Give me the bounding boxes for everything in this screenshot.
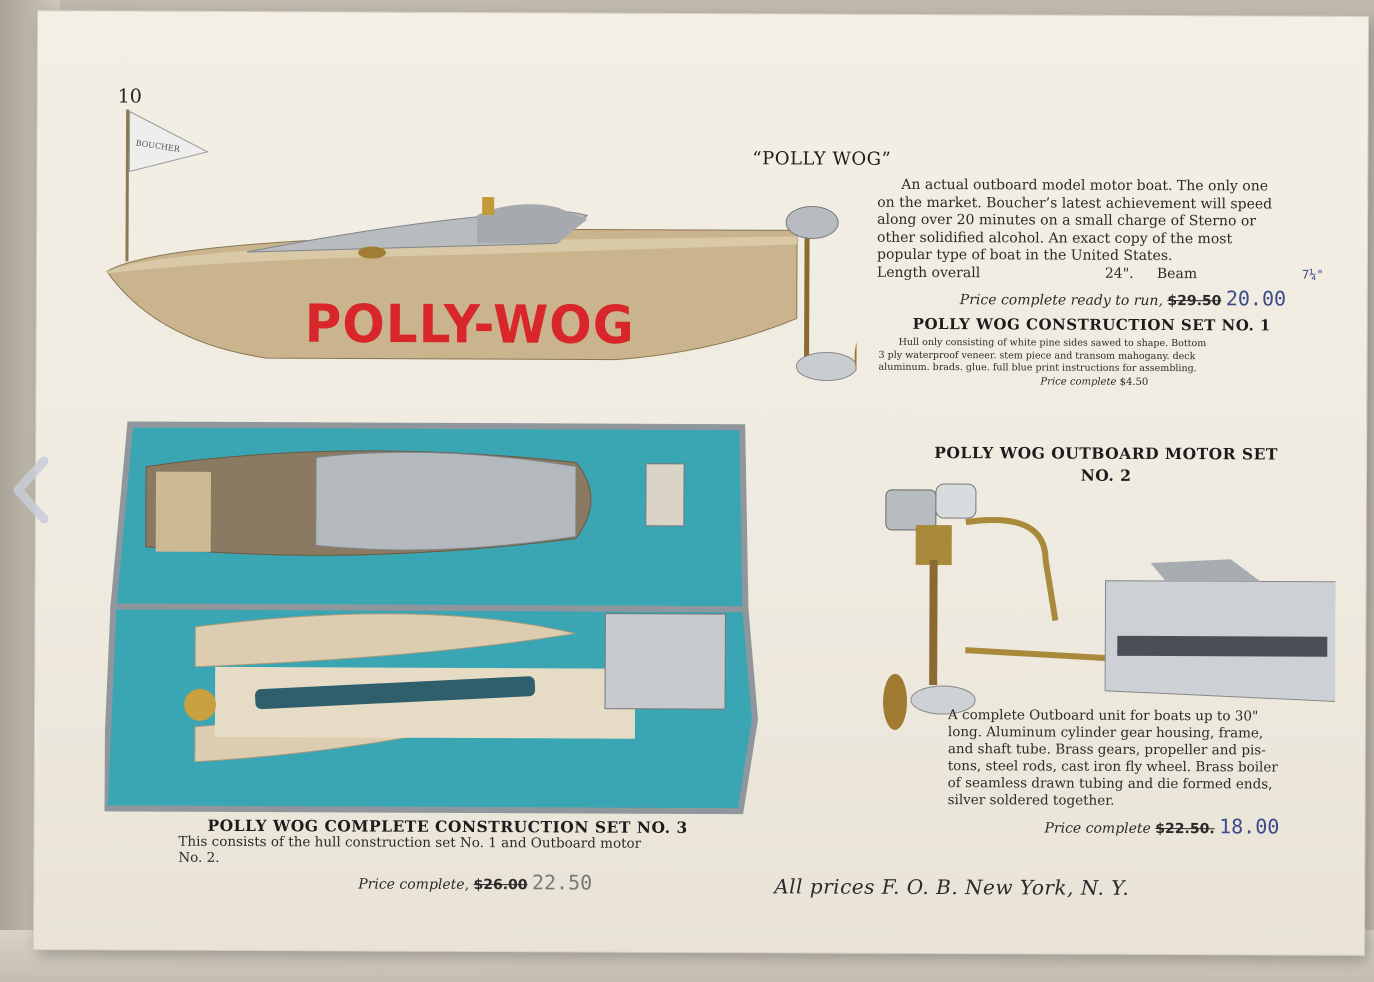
description-line: A complete Outboard unit for boats up to… (947, 707, 1259, 725)
description-line: and shaft tube. Brass gears, propeller a… (947, 741, 1266, 759)
set3-price: Price complete, $26.00 22.50 (358, 870, 593, 895)
set1-title: POLLY WOG CONSTRUCTION SET NO. 1 (912, 314, 1271, 335)
set3-description: This consists of the hull construction s… (178, 834, 725, 868)
hull-name: POLLY-WOG (305, 294, 635, 357)
footer-note: All prices F. O. B. New York, N. Y. (774, 874, 1130, 900)
description-line: This consists of the hull construction s… (178, 833, 642, 852)
description-line: tons, steel rods, cast iron fly wheel. B… (947, 758, 1278, 776)
length-label: Length overall (876, 264, 981, 281)
price-old: $22.50. (1155, 820, 1215, 838)
price-value: $4.50 (1119, 376, 1149, 388)
price-label: Price complete, (358, 876, 470, 893)
description-line: aluminum. brads. glue. full blue print i… (878, 361, 1197, 375)
set2-title-line: POLLY WOG OUTBOARD MOTOR SET (934, 443, 1279, 464)
description-line: No. 2. (178, 849, 220, 866)
description-line: long. Aluminum cylinder gear housing, fr… (947, 724, 1264, 742)
construction-kit-box-illustration (104, 421, 758, 815)
outboard-motor-illustration (883, 483, 1337, 730)
product-description-polly-wog: An actual outboard model motor boat. The… (877, 177, 1337, 285)
pennant-flag (128, 110, 209, 173)
description-line: along over 20 minutes on a small charge … (877, 211, 1257, 230)
product-title-polly-wog: “POLLY WOG” (752, 148, 892, 170)
description-line: of seamless drawn tubing and die formed … (947, 775, 1273, 793)
product-price-polly-wog: Price complete ready to run, $29.50 20.0… (960, 285, 1286, 310)
price-old: $26.00 (473, 877, 528, 894)
price-handwritten: 20.00 (1225, 286, 1287, 311)
price-handwritten: 22.50 (531, 870, 593, 895)
description-line: An actual outboard model motor boat. The… (901, 176, 1269, 195)
price-label: Price complete (1040, 376, 1117, 388)
description-line: other solidified alcohol. An exact copy … (877, 229, 1233, 247)
set1-price: Price complete $4.50 (1040, 376, 1148, 387)
description-line: popular type of boat in the United State… (876, 246, 1173, 265)
dimensions-line: Length overall 24". Beam 7¼" (877, 264, 1337, 284)
catalog-page: 10 BOUCHER POLLY-WOG “POLLY WOG” An actu… (33, 11, 1369, 955)
set1-description: Hull only consisting of white pine sides… (878, 337, 1330, 376)
price-label: Price complete (1044, 820, 1151, 837)
description-line: silver soldered together. (947, 792, 1115, 809)
beam-label: Beam (1156, 265, 1198, 282)
flag-pole (125, 109, 130, 262)
length-value: 24". (1104, 265, 1134, 282)
price-old: $29.50 (1167, 293, 1222, 310)
boat-illustration: BOUCHER POLLY-WOG (106, 109, 858, 382)
beam-value: 7¼" (1301, 267, 1324, 282)
price-handwritten: 18.00 (1219, 814, 1280, 839)
chevron-left-icon[interactable] (10, 455, 56, 525)
set2-price: Price complete $22.50. 18.00 (1044, 814, 1280, 839)
set2-description: A complete Outboard unit for boats up to… (948, 707, 1331, 811)
price-label: Price complete ready to run, (959, 292, 1163, 310)
description-line: on the market. Boucher’s latest achievem… (877, 194, 1273, 212)
